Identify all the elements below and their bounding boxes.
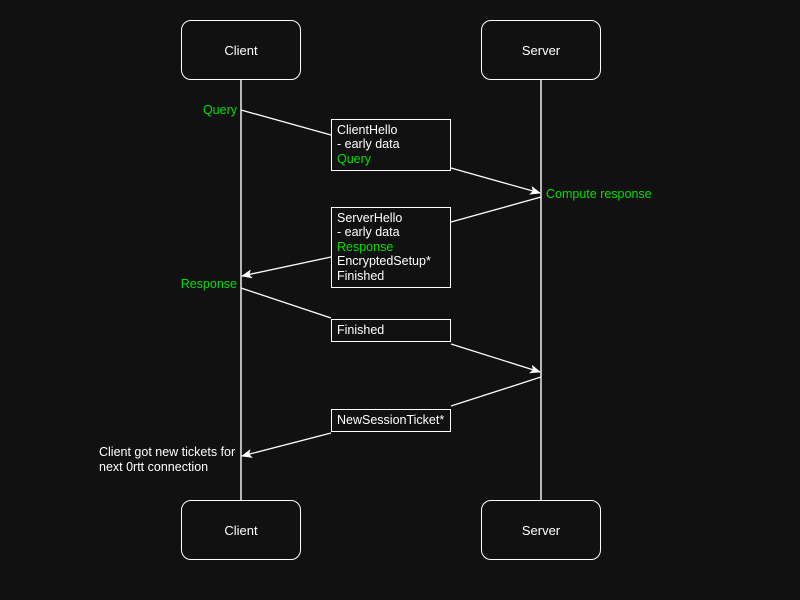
actor-label-client-top: Client [224,42,258,58]
actor-label-client-bottom: Client [224,522,258,538]
arrow-client-hello [240,109,541,195]
message-box-new-session-ticket[interactable]: NewSessionTicket* [331,409,451,433]
actor-label-server-bottom: Server [521,522,561,538]
note-compute-response: Compute response [546,187,652,201]
message-box-client-hello[interactable]: ClientHello - early data Query [331,119,451,172]
message-line: ClientHello [337,123,398,137]
note-new-tickets-line-1: Client got new tickets for [99,445,236,459]
message-line: - early data [337,137,400,152]
message-line: Query [337,151,372,166]
actor-box-client-bottom[interactable]: Client [181,500,301,560]
message-line: Finished [337,268,385,283]
arrow-server-hello [241,196,542,279]
note-response: Response [180,277,237,291]
message-line: Response [337,239,394,254]
message-line: NewSessionTicket* [337,413,445,427]
message-line: - early data [337,225,400,240]
message-line: ServerHello [337,211,403,225]
note-query: Query [202,103,237,117]
actor-label-server-top: Server [521,42,561,58]
note-new-tickets-line-2: next 0rtt connection [99,460,209,474]
message-box-server-hello[interactable]: ServerHello - early data Response Encryp… [331,207,451,289]
note-new-tickets: Client got new tickets for next 0rtt con… [99,445,235,475]
actor-box-server-bottom[interactable]: Server [481,500,601,560]
arrow-client-finished [240,287,541,374]
arrow-new-session-ticket [241,376,542,458]
actor-box-client-top[interactable]: Client [181,20,301,80]
message-box-client-finished[interactable]: Finished [331,319,451,343]
message-line: Finished [337,323,385,337]
actor-box-server-top[interactable]: Server [481,20,601,80]
message-line: EncryptedSetup* [337,254,431,269]
